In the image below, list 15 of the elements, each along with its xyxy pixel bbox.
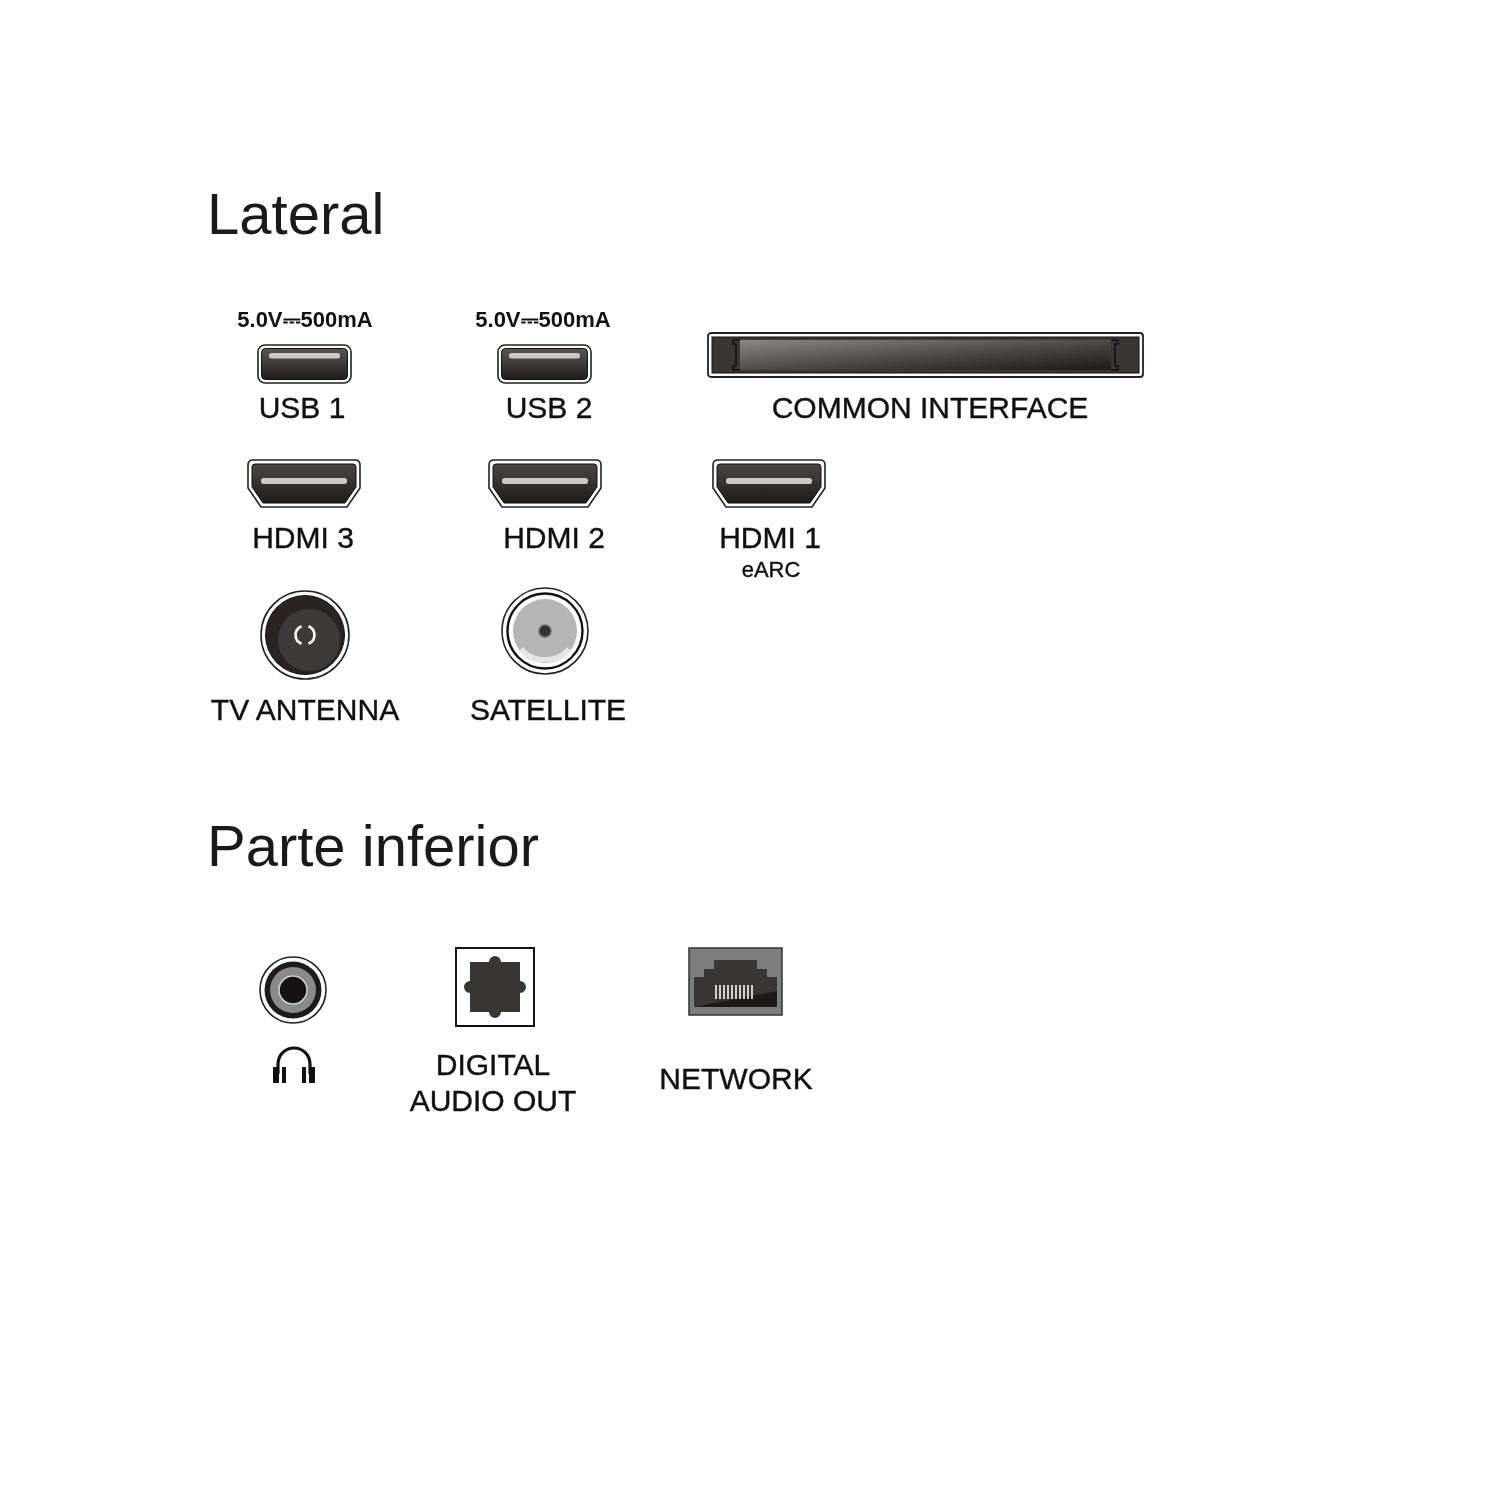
port-label: HDMI 3 (252, 521, 354, 556)
port-label: NETWORK (659, 1062, 813, 1097)
port-label: SATELLITE (469, 693, 627, 728)
power-rating-label: 5.0V⎓500mA (475, 307, 611, 333)
port-label: USB 2 (505, 391, 593, 426)
section-heading: Lateral (207, 181, 385, 248)
power-rating-label: 5.0V⎓500mA (237, 307, 373, 333)
port-label: DIGITAL AUDIO OUT (408, 1047, 578, 1119)
port-label: HDMI 2 (503, 521, 605, 556)
port-label: COMMON INTERFACE (771, 391, 1089, 426)
section-heading: Parte inferior (207, 813, 540, 880)
port-label: HDMI 1 (719, 521, 821, 556)
port-label: USB 1 (258, 391, 346, 426)
port-label: TV ANTENNA (210, 693, 400, 728)
port-sublabel: eARC (741, 557, 801, 583)
